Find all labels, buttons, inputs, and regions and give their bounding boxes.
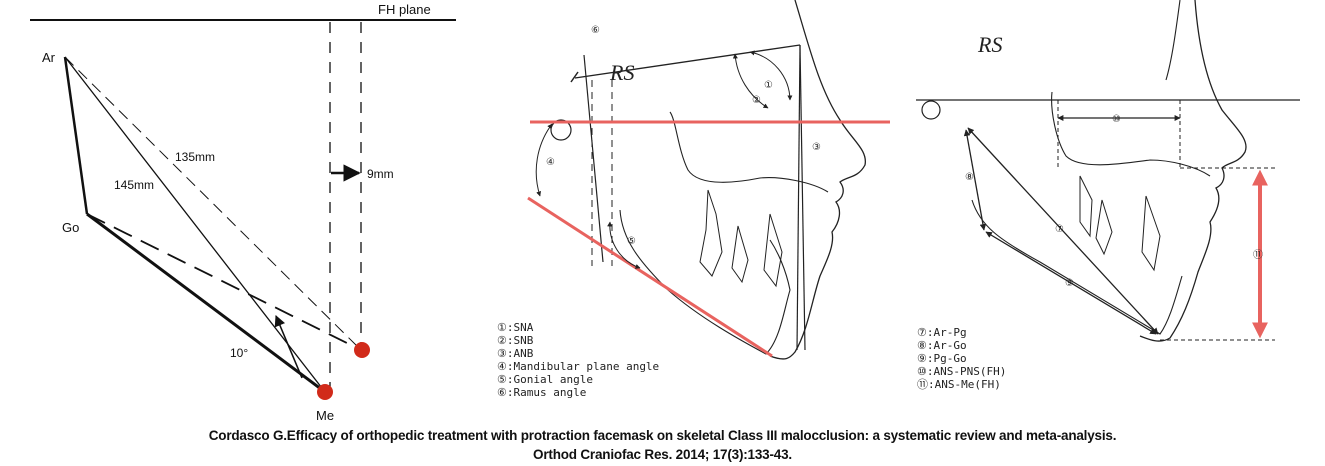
legend-item-gonial: ⑤:Gonial angle	[497, 373, 593, 386]
facial-profile-right	[1139, 0, 1247, 342]
teeth-outline-right	[1079, 175, 1161, 272]
pg-go-arrow	[985, 231, 1157, 335]
marker-3-anb: ③	[812, 142, 821, 153]
legend-item-ans-me: ⑪:ANS-Me(FH)	[917, 378, 1001, 391]
sna-arc	[732, 53, 769, 109]
panel-middle-diagram: RS ⑥ ① ② ③ ④ ⑤ ①:SNA ②:SNB ③:ANB ④:Mandi…	[497, 0, 890, 399]
na-line	[796, 44, 801, 351]
rotation-angle-label: 10°	[230, 346, 248, 360]
go-label: Go	[62, 220, 79, 235]
legend-item-anb: ③:ANB	[497, 347, 534, 360]
legend-item-ramus: ⑥:Ramus angle	[497, 386, 586, 399]
maxilla-outline	[669, 111, 829, 193]
nb-line	[799, 44, 806, 351]
legend-item-ans-pns: ⑩:ANS-PNS(FH)	[917, 365, 1006, 378]
facial-profile	[769, 0, 866, 360]
ar-go-arrow	[963, 129, 987, 231]
rs-label-right: RS	[977, 32, 1002, 57]
legend-item-ar-pg: ⑦:Ar-Pg	[917, 326, 967, 339]
me-shifted-point	[354, 342, 370, 358]
right-legend: ⑦:Ar-Pg ⑧:Ar-Go ⑨:Pg-Go ⑩:ANS-PNS(FH) ⑪:…	[917, 326, 1006, 391]
mandible-outline	[619, 209, 791, 355]
ar-go-line	[63, 56, 89, 215]
middle-legend: ①:SNA ②:SNB ③:ANB ④:Mandibular plane ang…	[497, 321, 659, 399]
marker-5-gonial: ⑤	[627, 236, 636, 247]
teeth-outline	[699, 189, 783, 288]
fh-plane-label: FH plane	[378, 2, 431, 17]
marker-1-sna: ①	[764, 80, 773, 91]
orbit-circle-right	[921, 100, 941, 120]
marker-10-ans-pns: ⑩	[1112, 114, 1121, 125]
go-me-line	[86, 212, 326, 394]
shift-label: 9mm	[367, 167, 394, 181]
me-point	[317, 384, 333, 400]
legend-item-ar-go: ⑧:Ar-Go	[917, 339, 967, 352]
marker-7-ar-pg: ⑦	[1055, 224, 1064, 235]
marker-6-ramus: ⑥	[591, 25, 600, 36]
ar-me-length-label: 135mm	[175, 150, 215, 164]
me-label: Me	[316, 408, 334, 423]
marker-4-mp: ④	[546, 157, 555, 168]
panel-left-diagram: FH plane 9mm Ar Go Me 135mm 145mm 10°	[30, 2, 456, 423]
marker-2-snb: ②	[752, 95, 761, 106]
caption-citation: Cordasco G.Efficacy of orthopedic treatm…	[208, 428, 1117, 443]
sn-line	[574, 44, 801, 79]
legend-item-pg-go: ⑨:Pg-Go	[917, 352, 967, 365]
mandibular-plane-red	[527, 196, 773, 358]
ramus-outline-right	[1165, 0, 1181, 81]
ramus-tick	[570, 71, 579, 83]
snb-arc	[749, 50, 793, 101]
maxilla-outline-right	[1051, 91, 1211, 177]
ar-go-me-length-label: 145mm	[114, 178, 154, 192]
caption-journal: Orthod Craniofac Res. 2014; 17(3):133-43…	[533, 447, 792, 462]
mandible-outline-right	[971, 199, 1183, 335]
ar-me-line	[64, 56, 326, 393]
rs-label-middle: RS	[609, 60, 634, 85]
mandibular-plane-arc	[535, 123, 553, 197]
ar-me-shifted-line	[64, 56, 362, 351]
legend-item-mandibular-plane: ④:Mandibular plane angle	[497, 360, 659, 373]
go-me-shifted-line	[86, 213, 362, 351]
gonial-arc	[607, 221, 641, 269]
rotation-arrow	[274, 314, 303, 379]
panel-right-diagram: RS ⑦ ⑧ ⑨ ⑩ ⑪ ⑦:Ar-Pg ⑧:Ar-Go ⑨:Pg-Go ⑩:A…	[916, 0, 1300, 391]
marker-9-pg-go: ⑨	[1065, 278, 1074, 289]
marker-11-ans-me: ⑪	[1253, 249, 1263, 261]
legend-item-sna: ①:SNA	[497, 321, 534, 334]
ar-label: Ar	[42, 50, 56, 65]
marker-8-ar-go: ⑧	[965, 172, 974, 183]
ramus-tangent-line	[583, 54, 604, 263]
legend-item-snb: ②:SNB	[497, 334, 534, 347]
